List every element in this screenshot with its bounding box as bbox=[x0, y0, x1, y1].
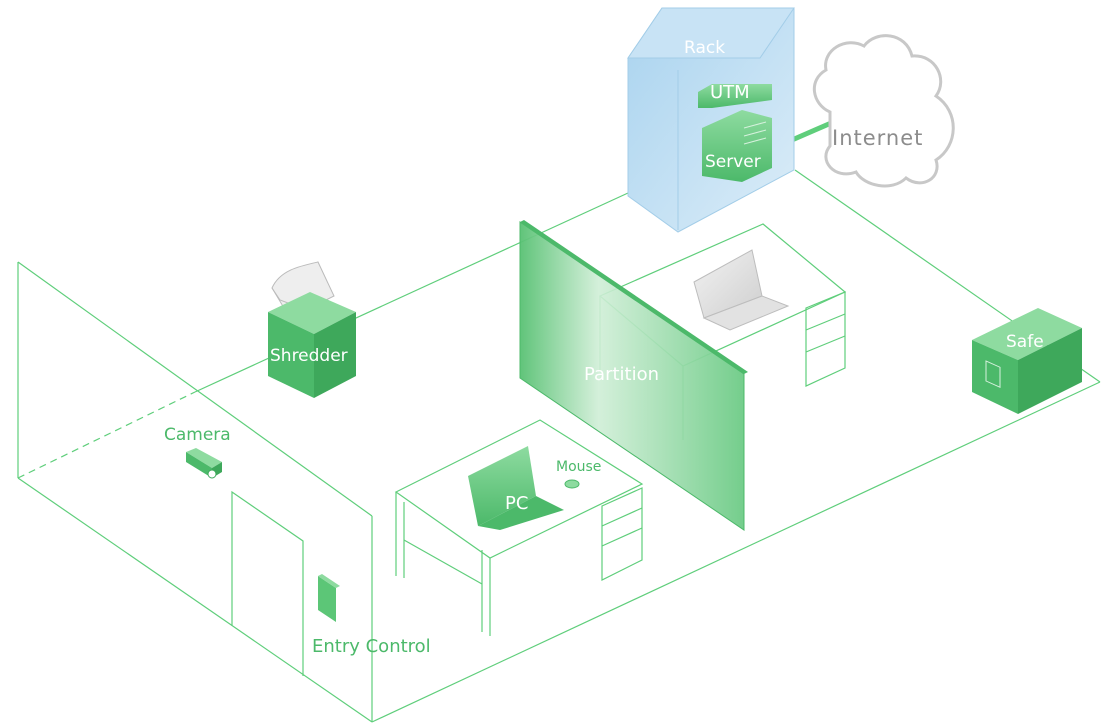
mouse-icon bbox=[564, 479, 580, 489]
card-reader-icon bbox=[318, 574, 340, 622]
mouse-label: Mouse bbox=[556, 459, 602, 475]
laptop-icon bbox=[693, 249, 790, 331]
camera-label: Camera bbox=[164, 425, 231, 445]
rack-cabinet-icon bbox=[627, 7, 795, 233]
entry-control-label: Entry Control bbox=[312, 636, 431, 657]
utm-label: UTM bbox=[710, 82, 750, 103]
partition-panel bbox=[519, 220, 748, 531]
cloud-icon bbox=[812, 34, 955, 188]
server-label: Server bbox=[705, 152, 761, 172]
camera-icon bbox=[186, 448, 222, 479]
internet-label: Internet bbox=[832, 126, 924, 150]
laptop-icon bbox=[468, 446, 564, 530]
pc-label: PC bbox=[505, 493, 529, 514]
safe-label: Safe bbox=[1006, 332, 1044, 352]
desk-icon bbox=[394, 419, 644, 636]
partition-label: Partition bbox=[584, 364, 660, 385]
door bbox=[231, 490, 304, 676]
rack-label: Rack bbox=[684, 38, 726, 58]
shredder-label: Shredder bbox=[270, 346, 348, 366]
safe-icon bbox=[972, 308, 1082, 414]
shredder-icon bbox=[268, 261, 356, 398]
